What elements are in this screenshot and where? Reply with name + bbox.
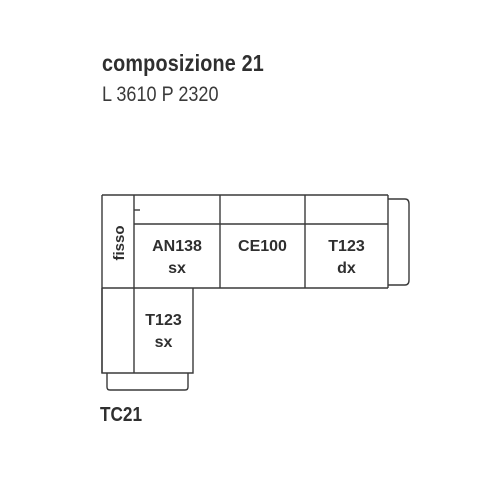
module-ce100-code: CE100 (238, 238, 287, 255)
module-t123-dx-side: dx (337, 260, 356, 277)
module-t123-dx: T123 dx (305, 236, 388, 280)
composition-dimensions: L 3610 P 2320 (102, 83, 219, 106)
module-t123-sx-side: sx (154, 334, 173, 351)
module-t123-sx: T123 sx (134, 310, 193, 354)
module-fisso-label: fisso (111, 225, 128, 261)
composition-code: TC21 (100, 404, 143, 426)
module-ce100: CE100 (220, 236, 305, 258)
top-row-outline (101, 195, 389, 289)
module-an138: AN138 sx (134, 236, 220, 280)
module-an138-code: AN138 (152, 238, 202, 255)
module-t123-sx-code: T123 (145, 312, 182, 329)
composition-title: composizione 21 (102, 50, 264, 76)
module-t123-dx-code: T123 (328, 238, 365, 255)
armrest-right (388, 198, 410, 286)
module-an138-side: sx (168, 260, 186, 277)
armrest-bottom (106, 373, 189, 391)
